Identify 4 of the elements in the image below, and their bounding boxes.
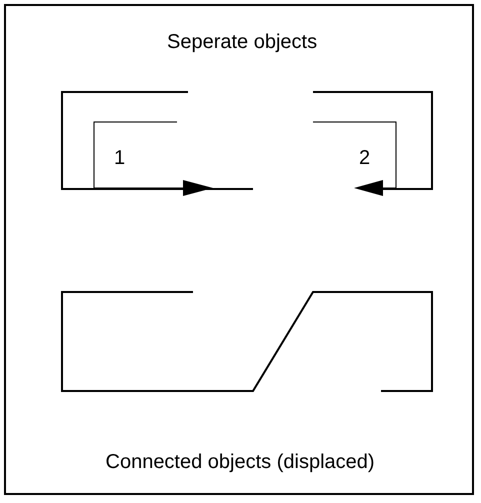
heading: Seperate objects [167, 32, 318, 52]
caption: Connected objects (displaced) [106, 452, 375, 472]
object-number: 2 [359, 148, 370, 168]
object-number: 1 [114, 148, 126, 168]
